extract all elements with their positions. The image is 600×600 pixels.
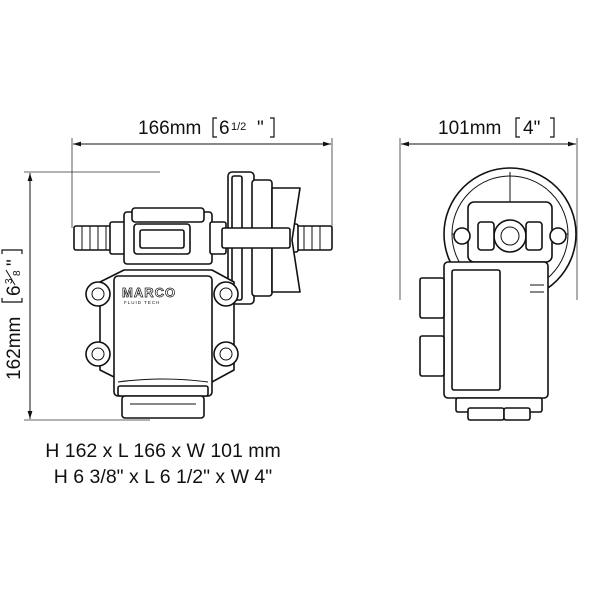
height-inch-mark: " — [4, 259, 25, 266]
flange-plate — [221, 171, 301, 305]
brand-logo: MARCO — [122, 285, 176, 300]
width-dimension: 101mm 4" — [399, 117, 578, 300]
width-inch-label: 4" — [523, 118, 540, 139]
length-inch-whole: 6 — [219, 118, 230, 139]
height-dimension: 162mm 6 3 8 " — [1, 171, 160, 421]
length-metric-label: 166mm — [138, 118, 201, 139]
summary-dimensions-metric: H 162 x L 166 x W 101 mm — [45, 440, 281, 462]
height-inch-numerator: 3 — [4, 278, 15, 284]
pump-front-view: MARCO FLUID TECH — [73, 171, 333, 419]
brand-sublogo: FLUID TECH — [124, 300, 160, 305]
side-motor-block — [419, 261, 549, 421]
height-inch-denominator: 8 — [12, 270, 23, 276]
length-dimension: 166mm 6 1/2 " — [71, 117, 333, 228]
summary-dimensions-imperial: H 6 3/8" x L 6 1/2" x W 4" — [53, 466, 273, 488]
length-inch-mark: " — [257, 118, 264, 139]
pump-side-view — [419, 167, 577, 421]
left-hose-barb — [73, 225, 113, 251]
height-metric-label: 162mm — [4, 317, 25, 380]
width-metric-label: 101mm — [438, 118, 501, 139]
length-inch-fraction: 1/2 — [231, 121, 246, 133]
height-inch-whole: 6 — [4, 285, 25, 296]
right-hose-barb — [295, 225, 333, 251]
motor-body: MARCO FLUID TECH — [85, 269, 239, 419]
